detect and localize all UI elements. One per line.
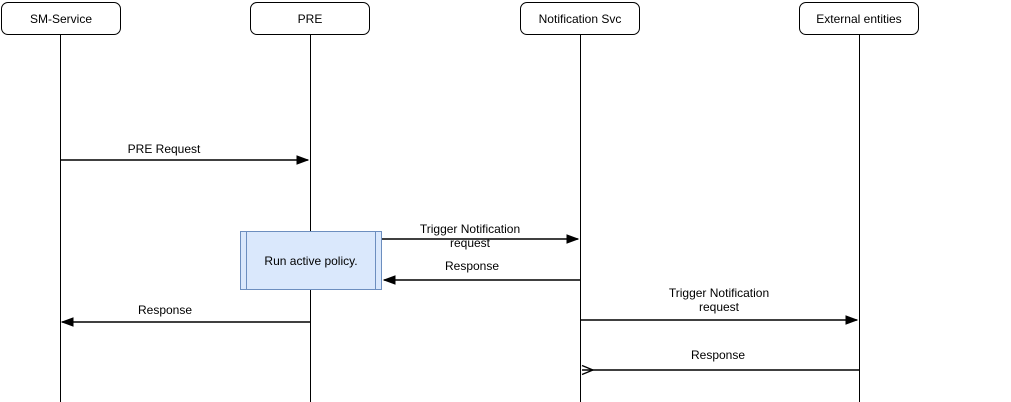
actor-label-external-entities: External entities bbox=[816, 11, 902, 26]
message-label-response-to-sm-service: Response bbox=[137, 303, 193, 317]
actor-box-external-entities: External entities bbox=[799, 2, 919, 35]
actor-label-sm-service: SM-Service bbox=[29, 11, 92, 26]
message-label-response-to-pre: Response bbox=[444, 259, 500, 273]
actor-box-sm-service: SM-Service bbox=[1, 2, 121, 35]
note-inner-line-left bbox=[246, 232, 247, 289]
actor-label-notification-svc: Notification Svc bbox=[538, 11, 622, 26]
message-label-response-to-notification-svc: Response bbox=[690, 348, 746, 362]
note-label: Run active policy. bbox=[264, 253, 358, 268]
run-active-policy-note: Run active policy. bbox=[240, 231, 382, 290]
message-label-trigger-notification-1: Trigger Notification request bbox=[419, 222, 521, 250]
note-inner-line-right bbox=[375, 232, 376, 289]
actor-box-notification-svc: Notification Svc bbox=[520, 2, 640, 35]
actor-box-pre: PRE bbox=[250, 2, 370, 35]
message-label-pre-request: PRE Request bbox=[127, 142, 201, 156]
actor-label-pre: PRE bbox=[297, 11, 323, 26]
message-label-trigger-notification-2: Trigger Notification request bbox=[668, 286, 770, 314]
